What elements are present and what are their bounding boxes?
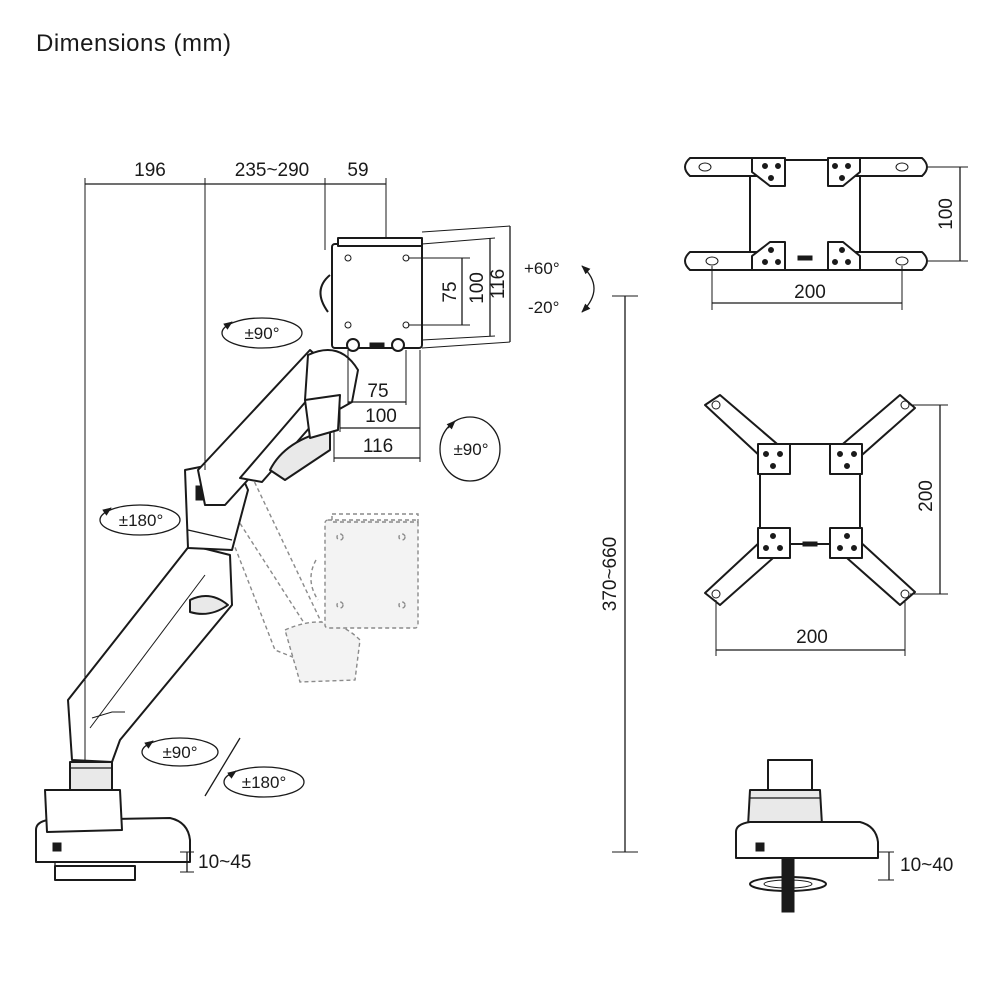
rot-tilt-up: +60°	[524, 259, 560, 278]
arm-dimension-lines	[84, 178, 638, 873]
rot-swivel-head-indicator: ±90°	[221, 317, 303, 349]
dim-clamp-thickness: 10~45	[198, 852, 251, 873]
adapter-square: 200 200	[704, 394, 948, 656]
ghost-arm-lowered	[204, 461, 419, 683]
dim-59: 59	[347, 160, 368, 181]
adapter-square-height: 200	[916, 480, 937, 512]
rot-swivel-pole-indicator: ±180°	[223, 766, 305, 798]
rot-rotate-head-indicator: ±90°	[439, 416, 501, 482]
rot-tilt-down: -20°	[528, 298, 559, 317]
rot-swivel-upper-indicator: ±180°	[99, 504, 181, 536]
dim-vesa-v-116: 116	[488, 269, 509, 299]
adapter-horizontal-height: 100	[936, 198, 957, 230]
dim-196: 196	[134, 160, 166, 181]
arm-dimension-labels: 196 235~290 59 75 100 116 75 100 116 370…	[134, 160, 621, 873]
dim-235-290: 235~290	[235, 160, 310, 181]
rot-swivel-base: ±90°	[162, 743, 197, 762]
adapter-square-width: 200	[796, 627, 828, 648]
rot-swivel-base-pole: ±180°	[242, 773, 287, 792]
adapter-horizontal: 100 200	[684, 157, 968, 310]
rot-swivel-upper-joint: ±180°	[119, 511, 164, 530]
rot-swivel-head: ±90°	[244, 324, 279, 343]
adapter-horizontal-width: 200	[794, 282, 826, 303]
page-title: Dimensions (mm)	[36, 30, 232, 57]
dim-vesa-h-75: 75	[367, 381, 388, 402]
dim-vesa-v-75: 75	[440, 281, 461, 302]
dim-vesa-v-100: 100	[467, 272, 488, 304]
grommet-mount: 10~40	[735, 759, 953, 913]
rotation-indicators: +60° -20° ±90° ±90° ±180° ±90°	[99, 259, 595, 798]
clamp-plate	[54, 865, 136, 881]
dim-vesa-h-116: 116	[363, 436, 393, 457]
grommet-thickness: 10~40	[900, 855, 953, 876]
rot-swivel-base-indicator: ±90°	[141, 737, 219, 767]
monitor-arm	[35, 237, 423, 881]
dim-height-range: 370~660	[600, 537, 621, 612]
dim-vesa-h-100: 100	[365, 406, 397, 427]
lower-arm	[67, 544, 233, 763]
rot-rotate-head: ±90°	[453, 440, 488, 459]
